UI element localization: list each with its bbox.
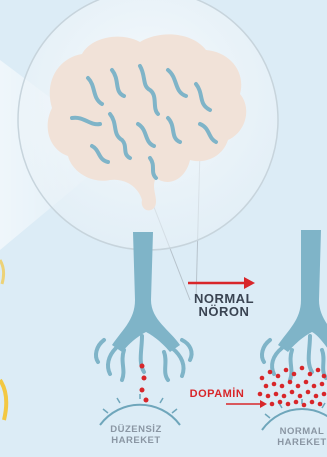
yellow-accent-icon [0, 260, 4, 284]
normal-movement-line1: NORMAL [262, 426, 327, 437]
dopamine-pointer-arrow [226, 400, 267, 408]
normal-neuron [262, 230, 327, 430]
normal-neuron-label-line2: NÖRON [176, 305, 272, 318]
irregular-movement-label: DÜZENSİZ HAREKET [96, 424, 176, 446]
irregular-neuron [96, 232, 192, 425]
normal-neuron-label: NORMAL NÖRON [176, 292, 272, 318]
arrow-right-icon [188, 277, 255, 289]
normal-movement-line2: HAREKET [262, 437, 327, 448]
normal-movement-label: NORMAL HAREKET [262, 426, 327, 448]
dopamine-label: DOPAMİN [182, 388, 252, 400]
irregular-movement-line2: HAREKET [96, 435, 176, 446]
irregular-movement-line1: DÜZENSİZ [96, 424, 176, 435]
receptor-left [100, 405, 180, 425]
yellow-accent-icon [0, 380, 6, 420]
